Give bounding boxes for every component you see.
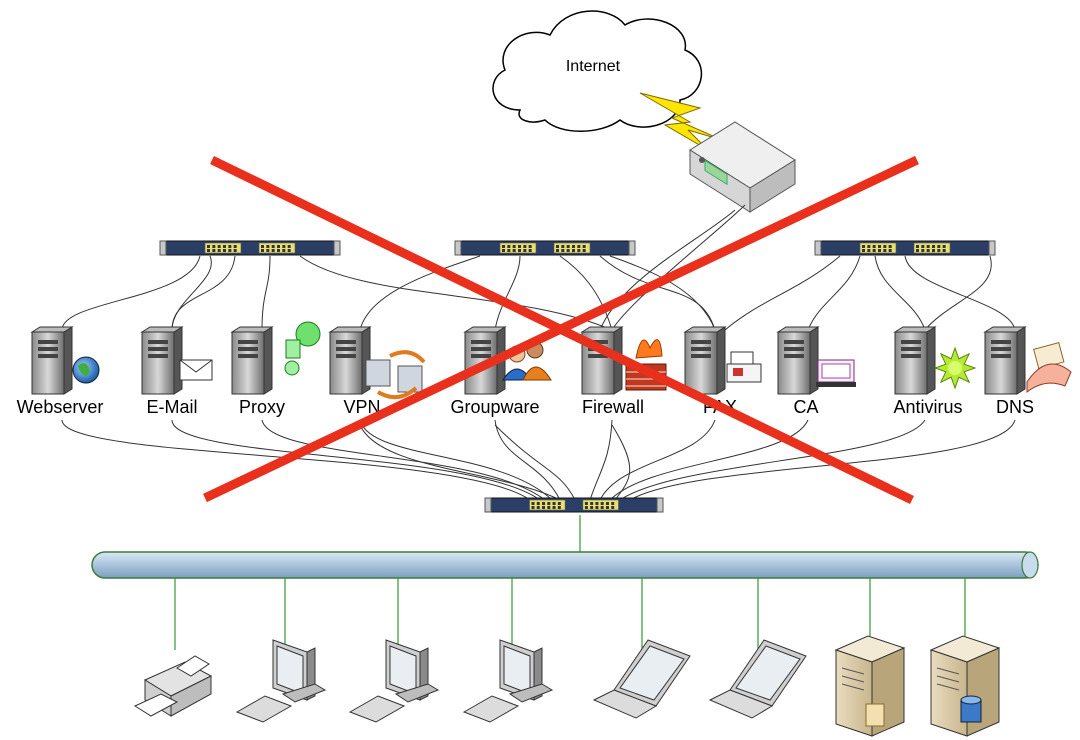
cable-14 [599,255,716,331]
laptop-icon [592,578,691,719]
people-icon [502,341,552,381]
printer-icon [133,578,213,717]
cable-29 [494,424,576,501]
cable-4 [171,255,212,331]
desktop-icon [235,578,327,723]
internet-label: Internet [566,58,621,75]
cable-6 [494,255,521,331]
server-label: DNS [996,397,1034,417]
envelope-icon [179,359,213,381]
cable-13 [299,255,613,331]
dns-icon [1026,341,1072,394]
file-server-icon [834,578,906,737]
server-email: E-Mail [140,326,213,417]
server-label: E-Mail [146,397,197,417]
cable-28 [359,424,561,501]
server-label: VPN [343,397,380,417]
cable-21 [359,419,553,501]
cable-25 [609,419,809,501]
cable-11 [904,255,1016,331]
cable-8 [609,255,716,331]
cable-23 [589,419,613,501]
cable-24 [599,419,716,501]
cable-9 [807,255,861,331]
fax-icon [726,351,762,383]
cable-12 [924,255,992,331]
server-antivirus: Antivirus [893,326,977,417]
virus-icon [933,346,977,390]
cable-19 [171,419,541,501]
cable-17 [599,209,736,331]
cable-7 [559,255,613,331]
server-label: Proxy [239,397,285,417]
server-groupware: Groupware [450,326,552,417]
server-dns: DNS [983,326,1072,417]
certificate-icon [816,359,856,387]
cable-5 [359,255,481,331]
lightning-bolt-icon [639,92,723,151]
client-row [133,578,1001,737]
proxy-icon [284,321,321,376]
vpn-icon [365,350,426,400]
cable-1 [61,255,201,331]
desktop-icon [348,578,440,723]
cable-2 [171,255,236,331]
cable-15 [724,255,841,331]
server-proxy: Proxy [230,321,321,417]
internet-cloud: Internet [492,10,702,132]
cable-10 [874,255,926,331]
core-switch-unit [484,497,664,513]
cable-18 [61,419,531,501]
cable-30 [611,424,631,501]
desktop-icon [462,578,554,723]
server-label: Firewall [582,397,644,417]
cable-26 [619,419,926,501]
cable-22 [494,419,561,501]
top-switch-2 [454,240,636,256]
cross-out-mark [203,155,919,505]
server-row: Webserver E-Mail Proxy VPN Groupware Firewall… [17,321,1072,417]
globe-icon [72,356,100,384]
database-server-icon [929,578,1001,737]
server-vpn: VPN [328,326,426,417]
backbone-bus [91,515,1039,579]
cable-16 [611,204,746,331]
server-label: Antivirus [893,397,962,417]
server-webserver: Webserver [17,326,104,417]
server-ca: CA [776,326,856,417]
cable-3 [261,255,271,331]
router [689,121,796,213]
server-label: Groupware [450,397,539,417]
top-switches [159,240,996,256]
server-fax: FAX [683,326,762,417]
server-label: Webserver [17,397,104,417]
server-firewall: Firewall [580,326,667,417]
top-switch-3 [814,240,996,256]
core-switch [484,497,664,513]
server-label: CA [793,397,818,417]
top-switch-1 [159,240,341,256]
laptop-icon [708,578,807,719]
